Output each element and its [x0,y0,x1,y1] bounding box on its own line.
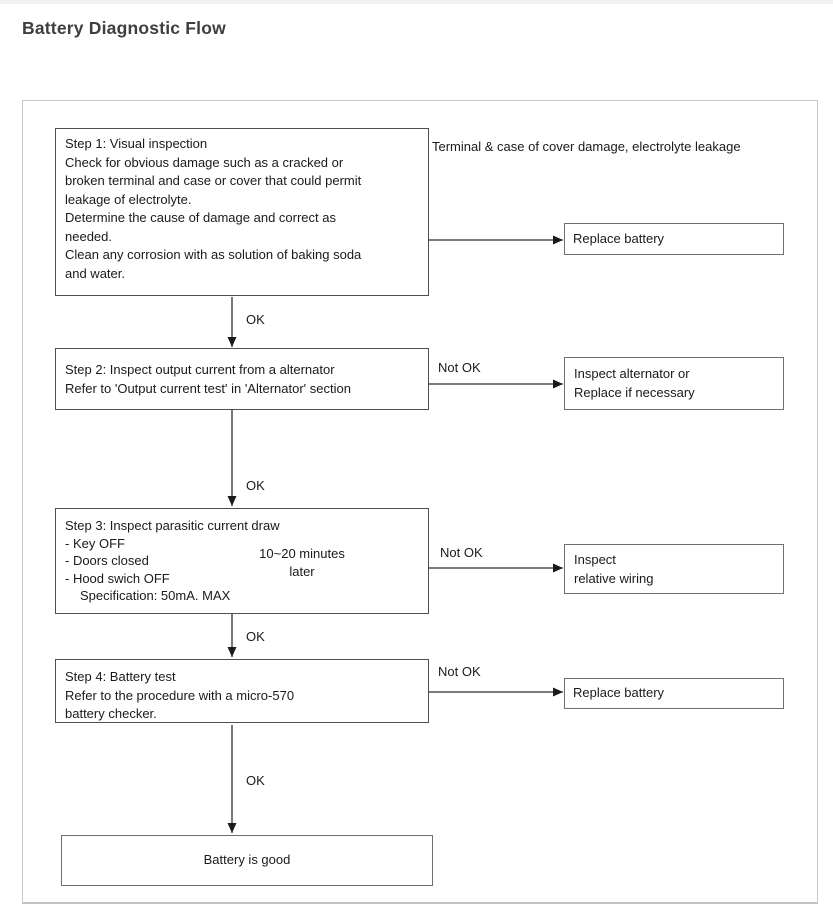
page-title: Battery Diagnostic Flow [22,18,226,38]
not-ok-label-2: Not OK [440,545,483,560]
ok-label-3: OK [246,629,265,644]
outcome-replace-battery-2-box: Replace battery [564,678,784,709]
step4-text: Step 4: Battery test Refer to the proced… [65,669,295,721]
step1-text: Step 1: Visual inspection Check for obvi… [65,136,362,281]
not-ok-label-3: Not OK [438,664,481,679]
step3-title: Step 3: Inspect parasitic current draw [65,518,280,533]
step1-annotation: Terminal & case of cover damage, electro… [432,139,741,154]
step1-box: Step 1: Visual inspection Check for obvi… [55,128,429,296]
outcome-inspect-wiring-label: Inspect relative wiring [574,552,654,586]
step3-box: Step 3: Inspect parasitic current draw -… [55,508,429,614]
step4-box: Step 4: Battery test Refer to the proced… [55,659,429,723]
result-box: Battery is good [61,835,433,886]
outcome-inspect-alternator-label: Inspect alternator or Replace if necessa… [574,366,695,400]
step3-specification: Specification: 50mA. MAX [80,588,231,603]
step2-text: Step 2: Inspect output current from a al… [65,362,351,396]
outcome-replace-battery-1-label: Replace battery [573,230,665,246]
step3-item-hood-switch-off: - Hood swich OFF [65,570,170,586]
ok-label-1: OK [246,312,265,327]
outcome-inspect-wiring-box: Inspect relative wiring [564,544,784,594]
step3-bracket-note: 10~20 minutes later [259,546,345,579]
ok-label-2: OK [246,478,265,493]
step2-box: Step 2: Inspect output current from a al… [55,348,429,410]
outcome-replace-battery-2-label: Replace battery [573,685,665,701]
step3-item-doors-closed: - Doors closed [65,553,149,568]
outcome-replace-battery-1-box: Replace battery [564,223,784,255]
ok-label-4: OK [246,773,265,788]
result-label: Battery is good [203,852,291,868]
outcome-inspect-alternator-box: Inspect alternator or Replace if necessa… [564,357,784,410]
page-top-edge [0,0,833,4]
not-ok-label-1: Not OK [438,360,481,375]
step3-item-key-off: - Key OFF [65,535,125,551]
